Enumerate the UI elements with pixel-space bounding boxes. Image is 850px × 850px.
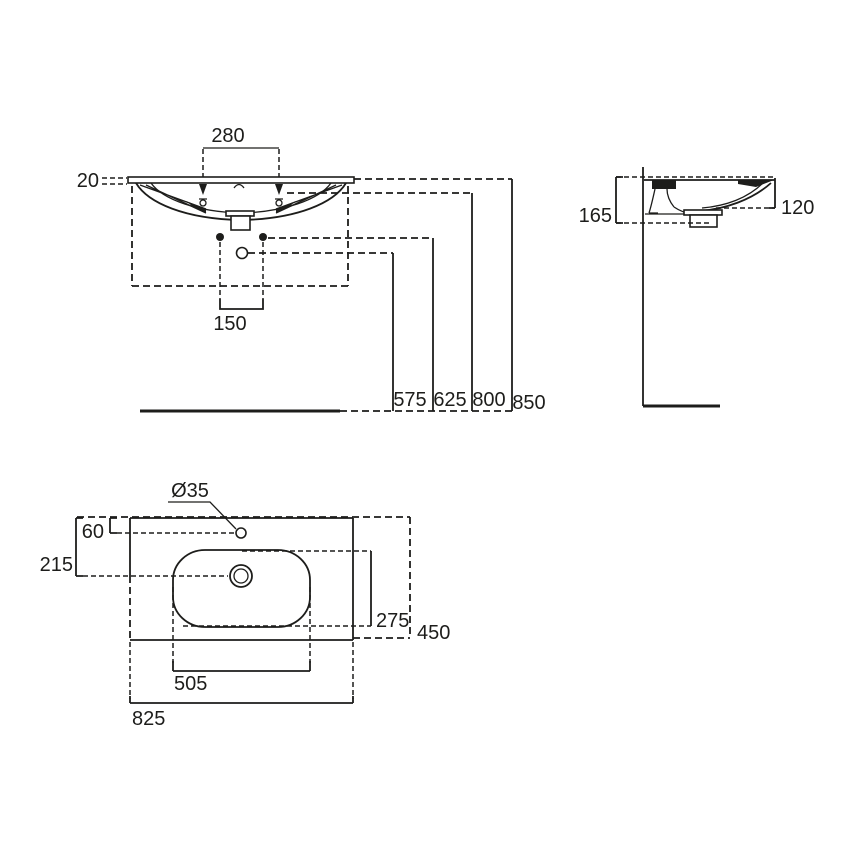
drain-outer-circle-icon <box>229 564 253 588</box>
fixing-points <box>216 233 267 260</box>
height-references: 575 625 800 850 <box>140 178 546 414</box>
dim-505-extensions <box>172 587 311 663</box>
dim-165-extensions <box>616 176 775 224</box>
dim-label-800: 800 <box>472 389 505 411</box>
arrow-down-left-icon <box>199 184 207 195</box>
tap-hole-plan-icon <box>235 527 247 539</box>
side-bowl-inner <box>701 182 764 209</box>
dim-60: 60 <box>82 517 234 543</box>
dim-label-20: 20 <box>77 170 99 192</box>
dim-825-extensions <box>129 642 354 699</box>
dim-label-450: 450 <box>417 622 450 644</box>
side-view: 165 120 <box>579 167 814 408</box>
top-view: 450 Ø35 60 215 275 505 <box>40 480 451 730</box>
dim-label-d35: Ø35 <box>171 480 209 502</box>
tap-hole-symbol-left-icon <box>199 199 207 207</box>
front-view: 280 20 <box>77 125 546 414</box>
dim-d35: Ø35 <box>168 480 237 530</box>
dim-label-215: 215 <box>40 554 73 576</box>
basin-front-outline <box>127 176 355 231</box>
dim-label-625: 625 <box>433 389 466 411</box>
arrow-down-right-icon <box>275 184 283 195</box>
fixing-dot-right-icon <box>259 233 267 241</box>
dim-215-bracket <box>75 517 83 577</box>
dim-825-bracket <box>129 696 354 704</box>
dim-label-850: 850 <box>512 392 545 414</box>
dim-label-280: 280 <box>211 125 244 147</box>
dim-d35-leader <box>168 501 237 530</box>
dim-label-575: 575 <box>393 389 426 411</box>
dim-20-extensions <box>102 177 127 185</box>
dim-150-extensions <box>219 242 264 299</box>
dim-505: 505 <box>172 587 311 695</box>
drain-body <box>230 215 251 231</box>
plan-rect <box>129 517 354 641</box>
overflow-mark-icon <box>233 183 245 189</box>
dim-label-120: 120 <box>781 197 814 219</box>
back-support <box>648 188 675 214</box>
dim-label-165: 165 <box>579 205 612 227</box>
rim-front-section <box>738 180 774 187</box>
dim-825: 825 <box>129 642 354 730</box>
basin-dashed-envelope <box>131 186 349 287</box>
dim-60-bracket <box>109 517 117 534</box>
dim-label-150: 150 <box>213 313 246 335</box>
rim-back-section <box>652 180 676 189</box>
dim-20: 20 <box>77 170 127 192</box>
dim-275-extensions <box>183 550 371 627</box>
siphon-hole-icon <box>235 246 249 260</box>
fixing-dot-left-icon <box>216 233 224 241</box>
bowl-plan-outline <box>172 549 311 628</box>
basin-side-profile <box>644 179 775 228</box>
dim-275: 275 <box>183 550 409 632</box>
section-fill-left <box>186 201 206 213</box>
dim-label-60: 60 <box>82 521 104 543</box>
dim-165-bracket <box>615 176 623 224</box>
tap-hole-symbol-right-icon <box>275 199 283 207</box>
dim-120-bracket <box>769 178 776 209</box>
dim-215: 215 <box>40 517 228 577</box>
drain-inner-circle-icon <box>233 568 249 584</box>
basin-rim <box>127 176 355 184</box>
dim-150: 150 <box>213 242 264 335</box>
dim-505-bracket <box>172 661 311 672</box>
dim-165: 165 <box>579 176 775 227</box>
dim-120: 120 <box>716 178 814 219</box>
section-fill-right <box>276 201 296 213</box>
bowl-inner-curve <box>150 182 332 214</box>
dim-150-bracket <box>219 299 264 310</box>
side-drain-body <box>689 214 718 228</box>
dim-450: 450 <box>77 516 450 644</box>
dim-label-505: 505 <box>174 673 207 695</box>
basin-plan-outline <box>129 517 354 641</box>
dim-label-275: 275 <box>376 610 409 632</box>
dim-label-825: 825 <box>132 708 165 730</box>
dim-450-envelope <box>77 516 411 639</box>
